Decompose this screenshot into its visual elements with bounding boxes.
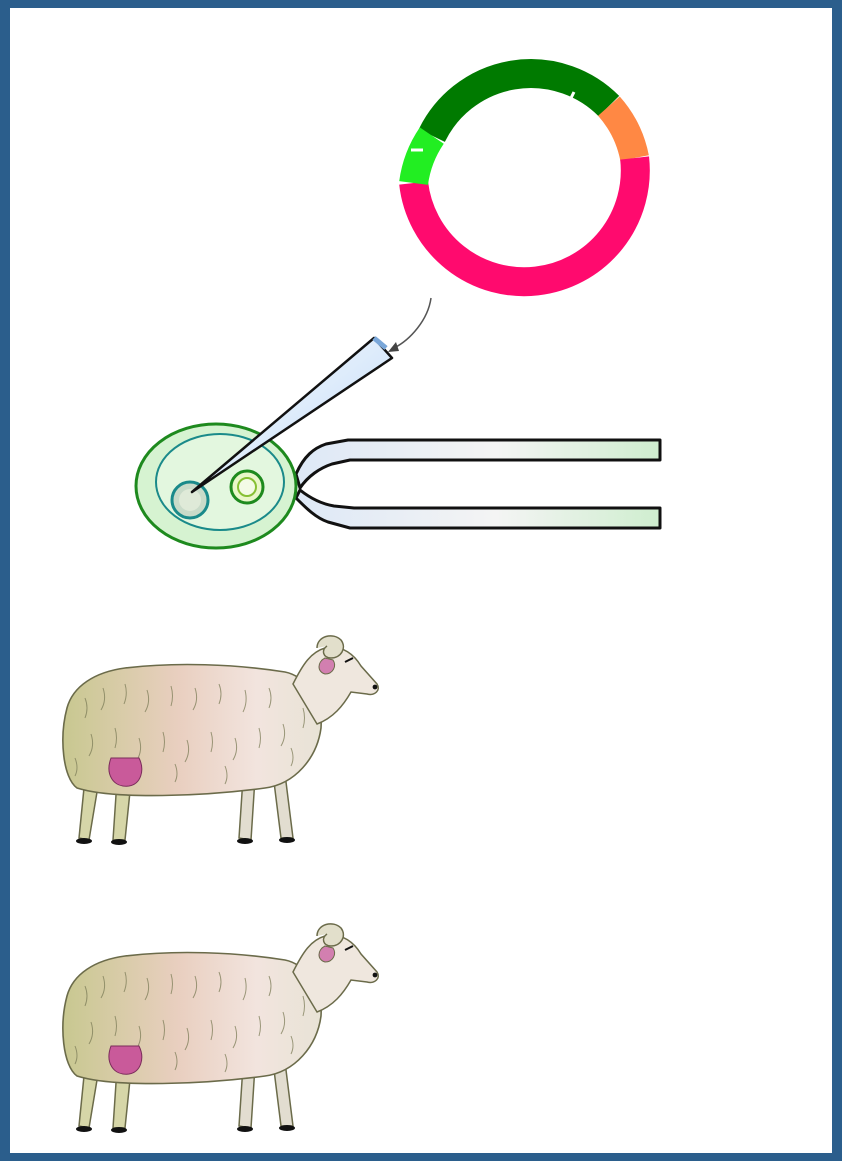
transfer-arrow — [388, 298, 431, 352]
plasmid-segment-light-green — [414, 136, 432, 183]
sheep-illustration — [63, 636, 378, 845]
sheep-illustration — [63, 924, 378, 1133]
holding-pipette — [296, 440, 660, 528]
plasmid-segment-orange — [609, 106, 635, 158]
illustration-canvas — [10, 8, 832, 1153]
plasmid-segment-dark-green — [432, 74, 609, 136]
plasmid-ring — [414, 74, 636, 282]
diagram — [10, 8, 842, 1161]
fertilized-egg — [136, 424, 296, 548]
plasmid-segment-pink — [414, 158, 636, 282]
